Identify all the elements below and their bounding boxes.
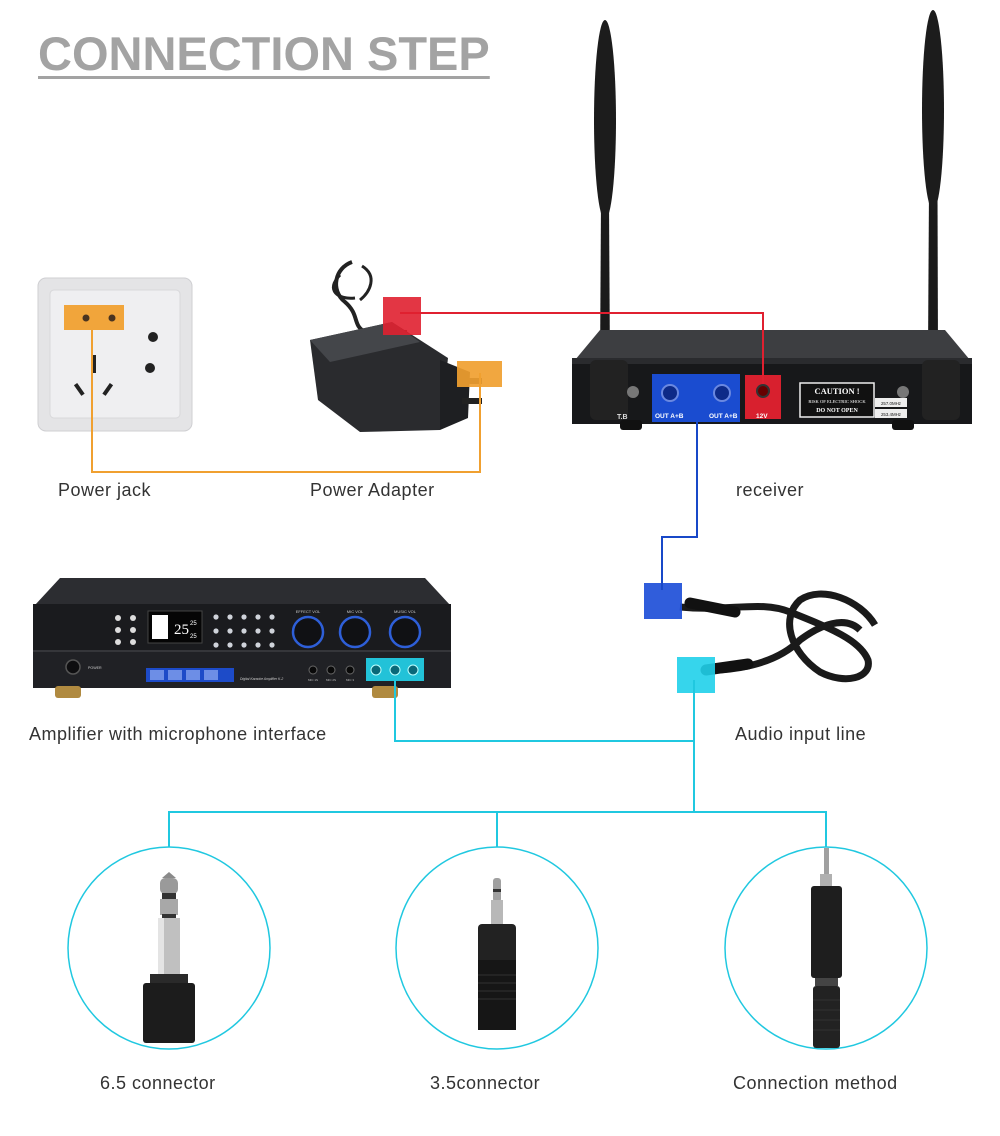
wall-socket (37, 277, 193, 432)
power-line (91, 330, 481, 473)
dc-power-line (400, 312, 764, 384)
page-title: CONNECTION STEP (38, 27, 490, 80)
amp-input-line (394, 680, 695, 742)
receiver-port-label-left: T.B (617, 414, 628, 421)
receiver-power-port-label: 12V (756, 413, 768, 420)
caution-line2: DO NOT OPEN (816, 408, 858, 414)
amp-power-label: POWER (88, 666, 102, 670)
amp-brand-text: Digital Karaoke Amplifier K-2 (240, 677, 283, 681)
amp-jack-label-1: MIC 1S (308, 678, 318, 682)
amplifier (33, 578, 451, 698)
amp-jack-label-2: MIC 2S (326, 678, 336, 682)
adapter-dc-highlight (383, 297, 421, 335)
caution-title: CAUTION ! (814, 386, 859, 396)
amp-display-small-1: 25 (190, 621, 197, 627)
label-connector-65: 6.5 connector (100, 1073, 216, 1093)
label-power-jack: Power jack (58, 480, 152, 500)
amp-knob-label-1: EFFECT VOL (296, 609, 321, 614)
adapter-method-icon (811, 848, 842, 1048)
receiver (572, 10, 972, 430)
label-power-adapter: Power Adapter (310, 480, 435, 500)
audio-out-line (661, 422, 698, 590)
adapter-plug-highlight (457, 361, 502, 387)
receiver-freq-2: 253.4MHz (881, 412, 901, 417)
label-amplifier: Amplifier with microphone interface (29, 724, 327, 744)
label-receiver: receiver (736, 480, 805, 500)
label-connector-35: 3.5connector (430, 1073, 541, 1093)
jack-65-icon (143, 872, 195, 1043)
amp-knob-label-3: MUSIC VOL (394, 609, 417, 614)
receiver-freq-1: 257.0MHz (881, 401, 901, 406)
jack-35-icon (478, 878, 516, 1030)
amp-display-small-2: 25 (190, 634, 197, 640)
audio-cable (644, 583, 878, 693)
receiver-port-label-b: OUT A+B (709, 413, 738, 420)
amp-jack-label-3: MIC 3 (346, 678, 354, 682)
power-adapter (310, 260, 482, 432)
label-connection-method: Connection method (733, 1073, 898, 1093)
amp-knob-label-2: MIC VOL (347, 609, 364, 614)
receiver-port-label-a: OUT A+B (655, 413, 684, 420)
label-audio-input-line: Audio input line (735, 724, 867, 744)
amp-display-value: 25 (174, 622, 189, 638)
caution-line1: RISK OF ELECTRIC SHOCK (808, 399, 866, 404)
